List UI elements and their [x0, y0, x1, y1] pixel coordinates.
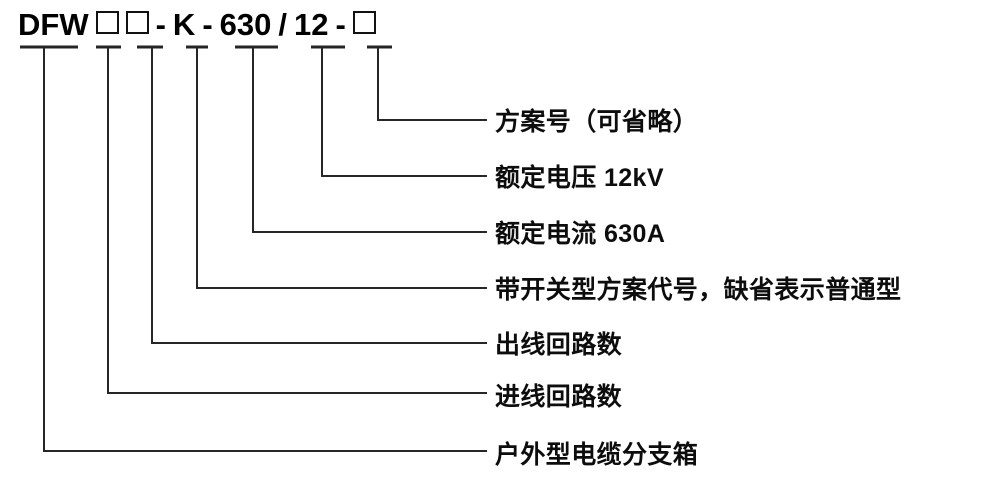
- callout-label-outgoing-circuits: 出线回路数: [495, 331, 623, 359]
- leader-elbow-switch-type-code: [196, 47, 487, 289]
- leader-outdoor-cable-branch-box: [20, 45, 487, 452]
- callout-label-rated-voltage: 额定电压 12kV: [495, 164, 664, 192]
- code-segment-dash2: -: [202, 7, 213, 42]
- leader-outgoing-circuits: [137, 45, 487, 344]
- code-segment-dfw: DFW: [18, 7, 89, 42]
- leader-rated-current: [235, 45, 487, 233]
- code-segment-current: 630: [219, 7, 272, 42]
- code-segment-voltage: 12: [294, 7, 329, 42]
- callout-label-rated-current: 额定电流 630A: [495, 220, 666, 248]
- leader-incoming-circuits: [96, 45, 487, 394]
- leader-rated-voltage: [311, 45, 487, 177]
- leader-elbow-outdoor-cable-branch-box: [43, 47, 487, 452]
- model-code-row: DFW-K-630/12-: [18, 6, 376, 44]
- code-segment-slash: /: [278, 7, 287, 42]
- callout-label-incoming-circuits: 进线回路数: [495, 383, 623, 411]
- callout-label-plan-number: 方案号（可省略）: [495, 108, 699, 136]
- code-placeholder-box-box-out: [125, 11, 149, 34]
- code-segment-dash1: -: [155, 7, 166, 42]
- code-segment-dash3: -: [335, 7, 346, 42]
- leader-plan-number: [367, 45, 487, 121]
- callout-label-outdoor-cable-branch-box: 户外型电缆分支箱: [495, 441, 699, 469]
- callout-label-switch-type-code: 带开关型方案代号，缺省表示普通型: [495, 276, 902, 304]
- code-segment-k: K: [172, 7, 196, 42]
- leader-elbow-outgoing-circuits: [151, 47, 487, 344]
- leader-switch-type-code: [186, 45, 487, 289]
- code-placeholder-box-box-in: [95, 11, 119, 34]
- code-placeholder-box-box-plan: [352, 11, 376, 34]
- leader-elbow-plan-number: [377, 47, 487, 121]
- leader-elbow-rated-current: [252, 47, 487, 233]
- leader-elbow-incoming-circuits: [107, 47, 487, 394]
- leader-elbow-rated-voltage: [321, 47, 487, 177]
